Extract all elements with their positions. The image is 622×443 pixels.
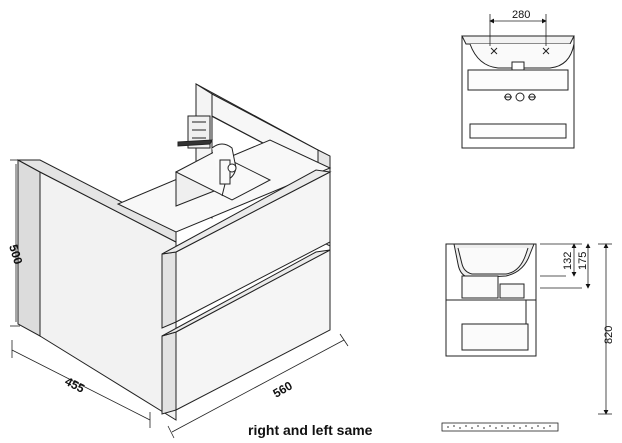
dim-mount-height-label: 820	[603, 326, 615, 344]
arrow-indicator	[177, 139, 213, 147]
dim-side-lines	[540, 243, 612, 415]
dim-top-width-label: 280	[512, 9, 530, 21]
cabinet-isometric-view	[17, 83, 332, 421]
floor-line	[441, 422, 559, 432]
dim-width-label: 560	[271, 378, 296, 400]
side-section-view	[445, 243, 537, 357]
dim-height-label: 500	[6, 243, 25, 267]
dim-depth-label: 455	[63, 374, 87, 396]
dimension-lines-isometric	[10, 159, 349, 439]
dim-basin-depth-label: 132	[562, 252, 574, 270]
front-elevation-view	[461, 35, 575, 149]
note-text: right and left same	[248, 422, 373, 438]
dim-basin-total-label: 175	[577, 252, 589, 270]
dim-top-width-line	[489, 14, 547, 46]
